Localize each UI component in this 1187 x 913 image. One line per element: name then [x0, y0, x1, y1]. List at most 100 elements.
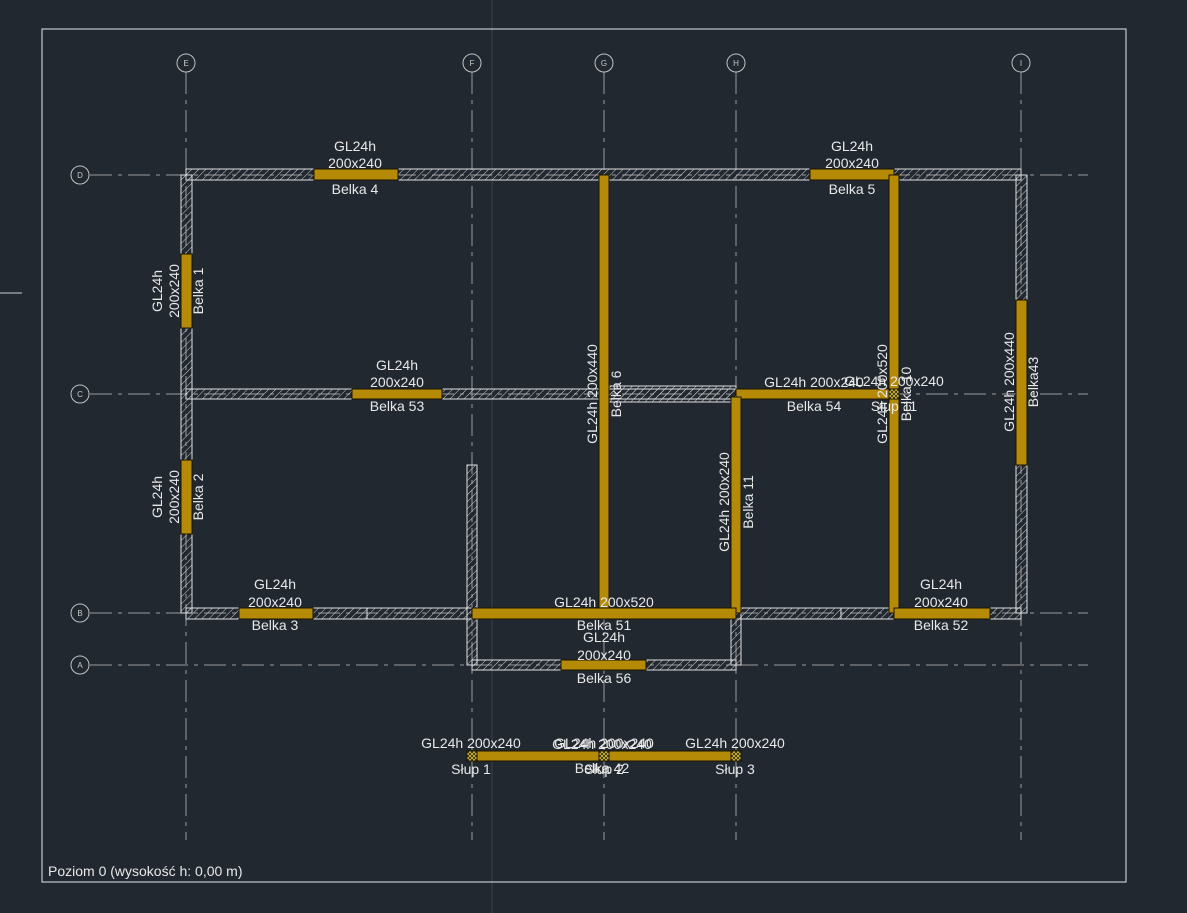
svg-text:B: B [77, 609, 82, 618]
svg-text:Belka 1: Belka 1 [190, 267, 206, 314]
grid-bubble-i: I [1011, 53, 1031, 73]
svg-text:Belka 42: Belka 42 [575, 760, 630, 776]
svg-text:Belka 53: Belka 53 [370, 398, 425, 414]
svg-text:GL24h 200x240: GL24h 200x240 [716, 452, 732, 552]
grid-bubble-d: D [70, 165, 90, 185]
label-belka-2: GL24h 200x240 Belka 2 [149, 470, 206, 524]
svg-text:200x240: 200x240 [577, 647, 631, 663]
svg-text:G: G [601, 59, 607, 68]
beam-belka-53 [351, 388, 443, 400]
label-belka-5: GL24h 200x240 Belka 5 [825, 138, 879, 197]
svg-text:Belka 4: Belka 4 [332, 181, 379, 197]
grid-bubbles: E F G H I D C B A [70, 53, 1031, 675]
svg-text:Słup 1: Słup 1 [451, 761, 491, 777]
svg-text:Belka 2: Belka 2 [190, 473, 206, 520]
beam-belka-52 [893, 607, 991, 620]
label-belka-6: GL24h 200x440 Belka 6 [584, 344, 624, 444]
drawing-frame [41, 28, 1127, 883]
label-belka-11: GL24h 200x240 Belka 11 [716, 452, 756, 552]
label-belka-10: GL24h 200x520 Belka 10 [874, 344, 914, 444]
svg-text:E: E [183, 59, 188, 68]
svg-text:GL24h: GL24h [831, 138, 873, 154]
beam-belka-1 [180, 253, 193, 329]
columns[interactable] [466, 388, 900, 762]
svg-text:GL24h 200x240: GL24h 200x240 [685, 735, 785, 751]
svg-text:GL24h: GL24h [149, 476, 165, 518]
grid-lines [90, 72, 1088, 840]
svg-text:GL24h 200x440: GL24h 200x440 [1001, 332, 1017, 432]
grid-bubble-a: A [70, 655, 90, 675]
label-slup-11: GL24h 200x240 Słup 11 [844, 373, 944, 414]
svg-text:GL24h 200x440: GL24h 200x440 [584, 344, 600, 444]
svg-text:GL24h 200x240: GL24h 200x240 [554, 735, 654, 751]
svg-text:Słup 2: Słup 2 [584, 761, 624, 777]
svg-text:Belka 52: Belka 52 [914, 617, 969, 633]
svg-text:Belka 51: Belka 51 [577, 617, 632, 633]
svg-text:A: A [77, 661, 83, 670]
label-belka-3: GL24h 200x240 Belka 3 [248, 576, 302, 633]
svg-text:200x240: 200x240 [370, 374, 424, 390]
beam-belka-56 [560, 659, 647, 671]
svg-text:Belka 11: Belka 11 [740, 475, 756, 529]
svg-text:200x240: 200x240 [248, 594, 302, 610]
label-belka-43: GL24h 200x440 Belka43 [1001, 332, 1041, 432]
svg-text:GL24h: GL24h [334, 138, 376, 154]
svg-text:GL24h 200x520: GL24h 200x520 [554, 594, 654, 610]
svg-text:I: I [1020, 59, 1022, 68]
svg-text:Słup 11: Słup 11 [871, 398, 918, 414]
label-belka-4: GL24h 200x240 Belka 4 [328, 138, 382, 197]
svg-text:GL24h: GL24h [149, 270, 165, 312]
svg-text:F: F [470, 59, 475, 68]
svg-text:Belka43: Belka43 [1025, 356, 1041, 407]
beam-belka-43 [1015, 299, 1028, 466]
svg-text:Belka 6: Belka 6 [608, 370, 624, 417]
label-slup-2: GL24h 200x240 Słup 2 [554, 735, 654, 777]
svg-text:200x240: 200x240 [914, 594, 968, 610]
svg-text:200x240: 200x240 [825, 155, 879, 171]
svg-text:Słup 3: Słup 3 [715, 761, 755, 777]
label-belka-53: GL24h 200x240 Belka 53 [370, 357, 425, 414]
svg-text:Belka 56: Belka 56 [577, 670, 632, 686]
svg-text:GL24h: GL24h [376, 357, 418, 373]
grid-bubble-e: E [176, 53, 196, 73]
label-belka-42: GL24h 200x240 Belka 42 [552, 736, 652, 776]
svg-text:C: C [77, 390, 83, 399]
svg-text:GL24h 200x520: GL24h 200x520 [874, 344, 890, 444]
svg-text:H: H [733, 59, 739, 68]
labels: GL24h 200x240 Belka 4 GL24h 200x240 Belk… [149, 138, 1041, 777]
svg-text:GL24h 200x240: GL24h 200x240 [844, 373, 944, 389]
label-belka-54: GL24h 200x240 Belka 54 [764, 374, 864, 414]
svg-text:GL24h: GL24h [254, 576, 296, 592]
svg-text:D: D [77, 171, 83, 180]
svg-text:GL24h: GL24h [583, 629, 625, 645]
label-belka-56: GL24h 200x240 Belka 56 [577, 629, 632, 686]
grid-bubble-h: H [726, 53, 746, 73]
wall-annex-right [730, 612, 742, 666]
beam-belka-51 [471, 607, 737, 620]
grid-bubble-b: B [70, 603, 90, 623]
label-belka-51: GL24h 200x520 Belka 51 [554, 594, 654, 633]
beam-belka-3 [238, 607, 314, 620]
label-belka-52: GL24h 200x240 Belka 52 [914, 576, 969, 633]
svg-text:Belka 5: Belka 5 [829, 181, 876, 197]
grid-bubble-g: G [594, 53, 614, 73]
label-slup-1: GL24h 200x240 Słup 1 [421, 735, 521, 777]
svg-text:200x240: 200x240 [166, 264, 182, 318]
label-belka-1: GL24h 200x240 Belka 1 [149, 264, 206, 318]
svg-text:Belka 10: Belka 10 [898, 367, 914, 422]
svg-text:200x240: 200x240 [166, 470, 182, 524]
svg-text:GL24h 200x240: GL24h 200x240 [421, 735, 521, 751]
grid-bubble-f: F [462, 53, 482, 73]
svg-text:GL24h 200x240: GL24h 200x240 [764, 374, 864, 390]
svg-text:GL24h 200x240: GL24h 200x240 [552, 736, 652, 752]
label-slup-3: GL24h 200x240 Słup 3 [685, 735, 785, 777]
svg-text:GL24h: GL24h [920, 576, 962, 592]
wall-inner-f [466, 464, 478, 666]
beam-belka-4 [313, 168, 399, 181]
level-label: Poziom 0 (wysokość h: 0,00 m) [48, 863, 243, 879]
beam-belka-2 [180, 459, 193, 535]
svg-text:Belka 54: Belka 54 [787, 398, 842, 414]
svg-text:200x240: 200x240 [328, 155, 382, 171]
svg-text:Belka 3: Belka 3 [252, 617, 299, 633]
